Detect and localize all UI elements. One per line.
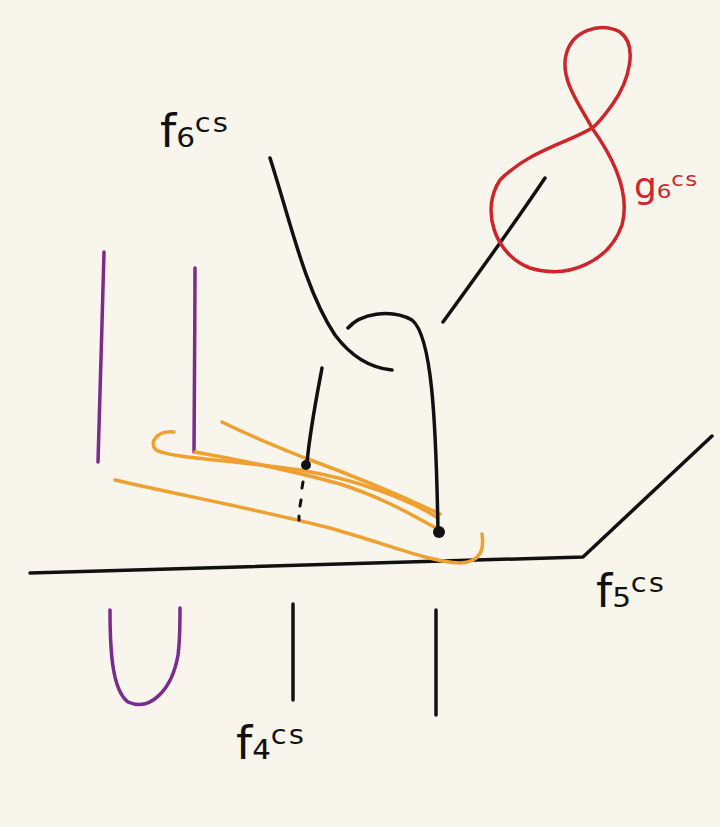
strand [434, 610, 438, 715]
purple-strand [98, 252, 104, 462]
strand [443, 178, 545, 322]
dotted-line [299, 482, 303, 520]
strand [307, 368, 322, 463]
purple-strand [194, 268, 195, 452]
orange-strand [115, 480, 483, 563]
red-loop [491, 28, 630, 272]
strand [270, 158, 392, 370]
math-label: g₆ᶜˢ [634, 168, 698, 204]
strand [291, 604, 295, 700]
purple-cup [110, 608, 180, 704]
base-line [30, 436, 712, 573]
vertex-dot [433, 526, 445, 538]
math-label: f₅ᶜˢ [596, 568, 665, 614]
orange-strand [222, 422, 440, 514]
math-label: f₆ᶜˢ [160, 108, 229, 154]
orange-strand [195, 452, 440, 530]
cap-strand [348, 314, 438, 532]
math-label: f₄ᶜˢ [236, 720, 305, 766]
vertex-dot [301, 460, 311, 470]
